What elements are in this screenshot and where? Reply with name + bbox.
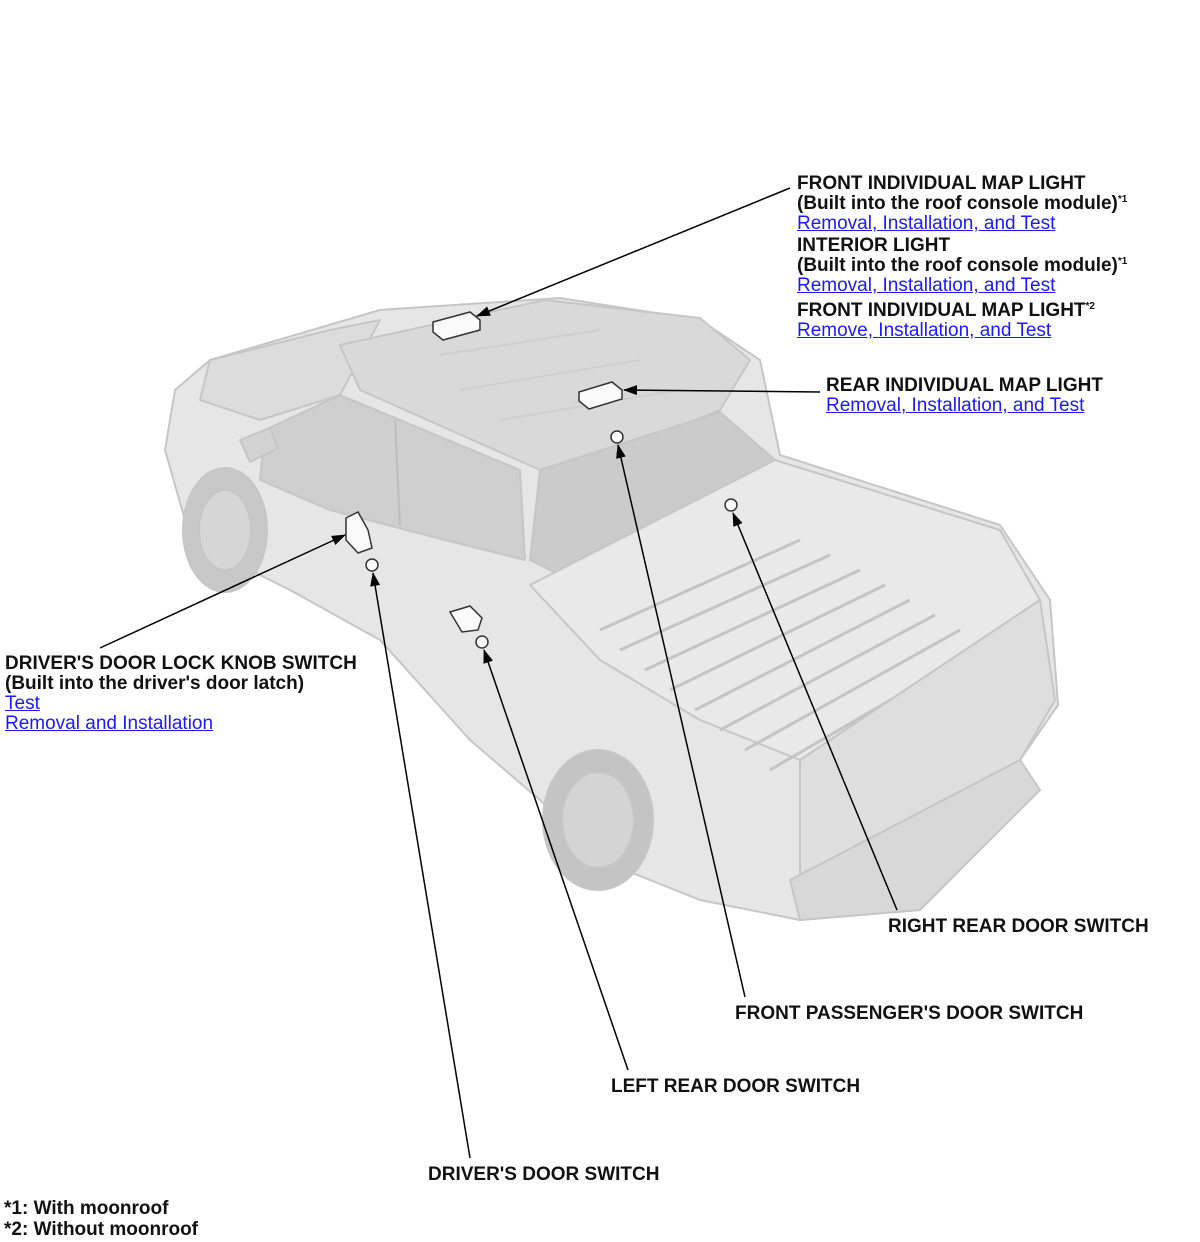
leader-rear-map-light (623, 385, 821, 396)
front-map-light-2-title-row: FRONT INDIVIDUAL MAP LIGHT*2 (797, 301, 1127, 321)
leader-front-map-light (476, 187, 791, 317)
front-map-light-module (432, 311, 481, 341)
front-map-light-2-link[interactable]: Remove, Installation, and Test (797, 320, 1052, 341)
leader-lines (99, 187, 898, 1159)
truck-side-windows (259, 394, 526, 561)
interior-light-subtitle-row: (Built into the roof console module)*1 (797, 256, 1127, 276)
front-passenger-door-switch-title: FRONT PASSENGER'S DOOR SWITCH (735, 1003, 1084, 1024)
label-driver-lock-knob: DRIVER'S DOOR LOCK KNOB SWITCH (Built in… (5, 654, 357, 734)
leader-driver-door-switch (370, 572, 471, 1159)
leader-front-passenger-door-switch (616, 444, 746, 998)
driver-lock-knob-test-link[interactable]: Test (5, 693, 40, 714)
front-map-light-2-sup: *2 (1085, 301, 1095, 312)
label-driver-door-switch: DRIVER'S DOOR SWITCH (428, 1165, 659, 1185)
component-markers (345, 311, 738, 649)
truck-illustration (164, 297, 1059, 921)
right-rear-door-switch-title: RIGHT REAR DOOR SWITCH (888, 916, 1149, 937)
truck-roof (339, 299, 751, 471)
label-right-rear-door-switch: RIGHT REAR DOOR SWITCH (888, 917, 1149, 937)
driver-lock-knob-removal-link[interactable]: Removal and Installation (5, 713, 214, 734)
left-rear-door-switch-title: LEFT REAR DOOR SWITCH (611, 1076, 861, 1097)
leader-right-rear-door-switch (732, 512, 898, 911)
label-rear-map-light: REAR INDIVIDUAL MAP LIGHT Removal, Insta… (826, 376, 1103, 416)
label-front-map-light: FRONT INDIVIDUAL MAP LIGHT (Built into t… (797, 174, 1127, 341)
interior-light-subtitle: (Built into the roof console module) (797, 255, 1118, 276)
leader-left-rear-door-switch (483, 649, 629, 1071)
front-map-light-title: FRONT INDIVIDUAL MAP LIGHT (797, 173, 1086, 194)
leader-lock-knob (99, 534, 346, 649)
interior-light-sup: *1 (1117, 256, 1128, 267)
truck-mirror (239, 427, 279, 463)
front-map-light-2-title: FRONT INDIVIDUAL MAP LIGHT (797, 300, 1086, 321)
driver-door-switch-title: DRIVER'S DOOR SWITCH (428, 1164, 660, 1185)
rear-map-light-module (578, 381, 623, 410)
left-rear-latch-part (448, 605, 483, 633)
right-rear-door-switch-part (724, 498, 738, 512)
front-map-light-subtitle: (Built into the roof console module) (797, 193, 1118, 214)
front-map-light-subtitle-row: (Built into the roof console module)*1 (797, 194, 1127, 214)
footnote-1: *1: With moonroof (4, 1198, 169, 1219)
front-map-light-link[interactable]: Removal, Installation, and Test (797, 213, 1056, 234)
left-rear-door-switch-part (475, 635, 489, 649)
front-passenger-door-switch-part (610, 430, 624, 444)
rear-map-light-title: REAR INDIVIDUAL MAP LIGHT (826, 375, 1103, 396)
front-map-light-sup: *1 (1117, 194, 1128, 205)
truck-bumper (789, 759, 1041, 921)
interior-light-link[interactable]: Removal, Installation, and Test (797, 275, 1056, 296)
driver-lock-knob-title: DRIVER'S DOOR LOCK KNOB SWITCH (5, 653, 357, 674)
rear-map-light-link[interactable]: Removal, Installation, and Test (826, 395, 1085, 416)
label-left-rear-door-switch: LEFT REAR DOOR SWITCH (611, 1077, 860, 1097)
driver-lock-knob-subtitle: (Built into the driver's door latch) (5, 673, 305, 694)
lock-knob-switch-part (345, 511, 373, 554)
interior-light-title: INTERIOR LIGHT (797, 235, 951, 256)
driver-door-switch-part (365, 558, 379, 572)
label-front-passenger-door-switch: FRONT PASSENGER'S DOOR SWITCH (735, 1004, 1083, 1024)
footnote-2: *2: Without moonroof (4, 1219, 199, 1240)
